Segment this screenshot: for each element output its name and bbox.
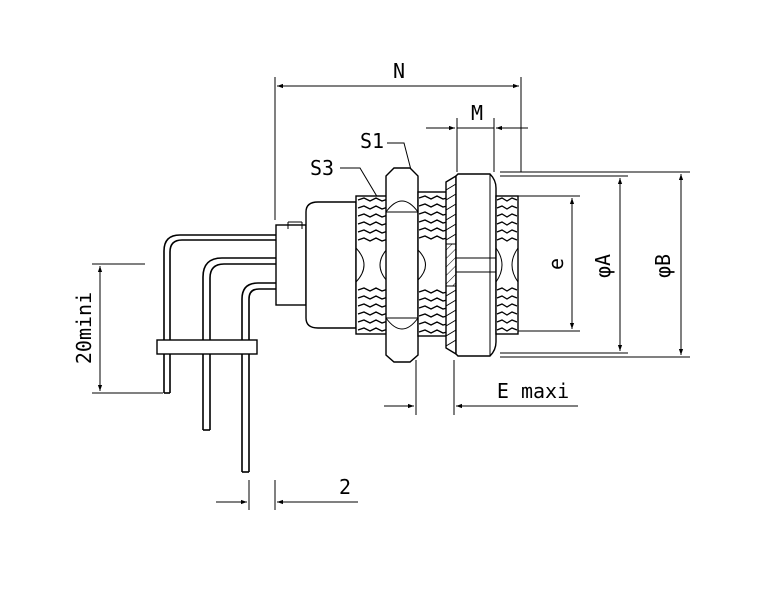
- pin-outer: [163, 234, 280, 394]
- dimension-e-maxi: E maxi: [384, 360, 578, 415]
- label-n: N: [393, 59, 405, 83]
- dimension-20mini: 20mini: [72, 263, 163, 394]
- lock-washer: [445, 174, 457, 356]
- front-thread: [417, 195, 448, 334]
- label-m: M: [471, 101, 483, 125]
- connector-body: [156, 167, 519, 473]
- nose-thread: [495, 197, 519, 332]
- rear-thread: [355, 197, 389, 332]
- dimension-2: 2: [216, 475, 358, 510]
- pin-middle: [202, 257, 282, 431]
- rear-housing: [305, 201, 357, 329]
- label-e-maxi: E maxi: [497, 379, 569, 403]
- hex-nut: [385, 167, 419, 363]
- rear-insulator: [275, 224, 307, 306]
- dimension-m: M: [426, 101, 528, 172]
- pcb-spacer: [156, 339, 258, 355]
- label-s3: S3: [310, 156, 334, 180]
- label-s1: S1: [360, 129, 384, 153]
- dimension-phi-b: φB: [500, 171, 690, 358]
- label-2: 2: [339, 475, 351, 499]
- dimension-e: e: [515, 195, 580, 332]
- label-20mini: 20mini: [72, 292, 96, 364]
- label-e: e: [544, 258, 568, 270]
- label-phi-b: φB: [651, 254, 675, 278]
- dimension-phi-a: φA: [500, 175, 628, 354]
- pin-inner: [241, 282, 282, 473]
- label-phi-a: φA: [591, 254, 615, 278]
- dimension-n: N: [274, 59, 522, 220]
